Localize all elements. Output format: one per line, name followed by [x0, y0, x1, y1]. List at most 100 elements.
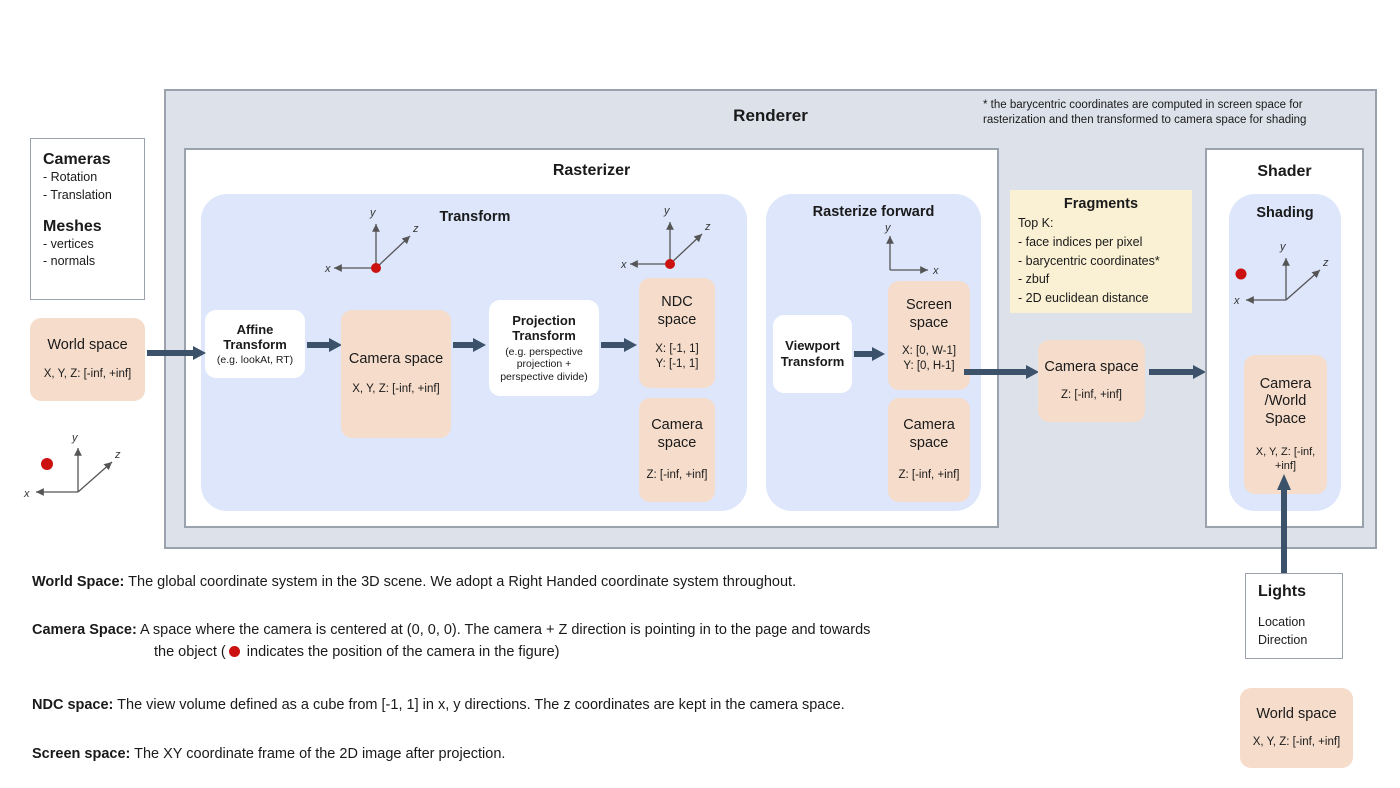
lights-box: Lights Location Direction [1245, 573, 1343, 659]
world-space-input-range: X, Y, Z: [-inf, +inf] [43, 367, 132, 380]
screen-space-box[interactable]: Screen space X: [0, W-1] Y: [0, H-1] [888, 281, 970, 390]
camera-space-mid-box[interactable]: Camera space Z: [-inf, +inf] [1038, 340, 1145, 422]
svg-text:y: y [884, 222, 892, 234]
renderer-footnote: * the barycentric coordinates are comput… [983, 99, 1307, 127]
description-camera-space: Camera Space: A space where the camera i… [32, 621, 1152, 662]
fragments-item-1: - barycentric coordinates* [1018, 253, 1160, 268]
camera-dot-icon [371, 263, 381, 273]
description-camera-space-text2-post: indicates the position of the camera in … [242, 643, 560, 660]
world-space-output-box[interactable]: World space X, Y, Z: [-inf, +inf] [1240, 688, 1353, 768]
viewport-transform-box[interactable]: Viewport Transform [773, 315, 852, 393]
arrow-affine-to-camera [307, 337, 343, 353]
arrow-viewport-to-screen [854, 346, 886, 362]
screen-space-title-1: Screen [906, 296, 952, 313]
arrow-world-to-renderer [147, 345, 207, 361]
transform-camera-space-box[interactable]: Camera space X, Y, Z: [-inf, +inf] [341, 310, 451, 438]
projection-transform-box[interactable]: Projection Transform (e.g. perspective p… [489, 300, 599, 396]
camera-world-title-3: Space [1264, 411, 1307, 428]
ndc-space-range-x: X: [-1, 1] [655, 343, 699, 356]
ndc-axis-widget: y x z [616, 198, 721, 283]
shader-title: Shader [1257, 163, 1312, 180]
lights-item-0: Location [1258, 615, 1306, 629]
description-camera-space-text: A space where the camera is centered at … [140, 622, 871, 638]
projection-transform-title-1: Projection [512, 312, 576, 328]
transform-camera-space-title: Camera space [348, 350, 444, 367]
world-axis-widget: y x z [18, 424, 136, 516]
fragments-item-2: - zbuf [1018, 272, 1050, 287]
description-ndc-space-text: The view volume defined as a cube from [… [117, 697, 845, 713]
ndc-camera-space-range-z: Z: [-inf, +inf] [646, 469, 708, 482]
forward-camera-space-title-1: Camera [903, 416, 955, 433]
world-space-input-title: World space [47, 337, 128, 354]
projection-transform-title-2: Transform [512, 328, 576, 344]
description-ndc-space-term: NDC space: [32, 697, 114, 713]
svg-text:z: z [412, 223, 419, 235]
description-world-space-text: The global coordinate system in the 3D s… [128, 574, 797, 590]
svg-text:z: z [704, 221, 711, 233]
description-ndc-space: NDC space: The view volume defined as a … [32, 696, 1152, 716]
viewport-transform-title-2: Transform [780, 354, 845, 369]
svg-text:x: x [324, 263, 331, 275]
arrow-camera-to-projection [453, 337, 487, 353]
meshes-item-1: - normals [43, 254, 96, 269]
camera-dot-icon [41, 458, 53, 470]
ndc-space-range-y: Y: [-1, 1] [655, 358, 699, 371]
arrow-camera-mid-to-shader [1149, 364, 1207, 380]
transform-title: Transform [439, 209, 511, 225]
camera-world-title-1: Camera [1259, 375, 1312, 392]
description-screen-space: Screen space: The XY coordinate frame of… [32, 745, 1152, 765]
rasterizer-title: Rasterizer [552, 162, 631, 179]
ndc-space-title-1: NDC [661, 293, 693, 310]
camera-world-range: X, Y, Z: [-inf, +inf] [1255, 445, 1316, 473]
shading-title: Shading [1256, 205, 1314, 221]
shader-axis-widget: y x z [1224, 232, 1342, 324]
ndc-camera-space-title-2: space [657, 434, 697, 451]
forward-camera-space-title-2: space [909, 434, 949, 451]
camera-space-mid-title: Camera space [1044, 358, 1139, 375]
cameras-item-0: - Rotation [43, 170, 98, 184]
description-screen-space-text: The XY coordinate frame of the 2D image … [134, 746, 506, 762]
camera-dot-inline-icon [228, 645, 240, 657]
screen-axis-widget: y x [876, 222, 956, 284]
ndc-space-title-2: space [657, 311, 697, 328]
camera-world-title-2: /World [1264, 393, 1307, 410]
forward-camera-space-box[interactable]: Camera space Z: [-inf, +inf] [888, 398, 970, 502]
affine-transform-box[interactable]: Affine Transform (e.g. lookAt, RT) [205, 310, 305, 378]
svg-text:y: y [1279, 241, 1287, 253]
svg-text:z: z [114, 449, 121, 461]
svg-text:z: z [1322, 257, 1329, 269]
viewport-transform-title-1: Viewport [785, 338, 840, 354]
description-camera-space-text2-pre: the object ( [154, 643, 226, 660]
world-space-input-box[interactable]: World space X, Y, Z: [-inf, +inf] [30, 318, 145, 401]
fragments-item-0: - face indices per pixel [1018, 234, 1143, 249]
svg-text:y: y [369, 207, 377, 219]
affine-transform-sub: (e.g. lookAt, RT) [216, 353, 294, 366]
svg-text:x: x [23, 488, 30, 500]
forward-camera-space-range-z: Z: [-inf, +inf] [898, 469, 960, 482]
svg-text:x: x [1233, 295, 1240, 307]
svg-text:y: y [71, 432, 79, 444]
affine-transform-title-1: Affine [236, 321, 274, 337]
description-camera-space-term: Camera Space: [32, 622, 137, 638]
renderer-title: Renderer [733, 106, 808, 125]
camera-dot-icon [665, 259, 675, 269]
cameras-item-1: - Translation [43, 187, 112, 202]
rasterize-forward-title: Rasterize forward [812, 204, 935, 220]
projection-transform-sub-1: (e.g. perspective [505, 345, 583, 358]
projection-transform-sub-2: projection + [516, 358, 572, 371]
meshes-title: Meshes [43, 217, 102, 235]
camera-dot-icon [1235, 268, 1247, 280]
description-screen-space-term: Screen space: [32, 746, 131, 762]
affine-transform-title-2: Transform [223, 337, 287, 353]
ndc-space-box[interactable]: NDC space X: [-1, 1] Y: [-1, 1] [639, 278, 715, 388]
arrow-projection-to-ndc [601, 337, 638, 353]
transform-camera-space-range: X, Y, Z: [-inf, +inf] [352, 383, 440, 396]
camera-world-space-box[interactable]: Camera /World Space X, Y, Z: [-inf, +inf… [1244, 355, 1327, 494]
svg-text:x: x [620, 259, 627, 271]
world-space-output-range: X, Y, Z: [-inf, +inf] [1252, 735, 1341, 748]
screen-space-title-2: space [909, 314, 949, 331]
cameras-title: Cameras [43, 151, 111, 168]
inputs-legend-box: Cameras - Rotation - Translation Meshes … [30, 138, 145, 300]
ndc-camera-space-box[interactable]: Camera space Z: [-inf, +inf] [639, 398, 715, 502]
fragments-item-3: - 2D euclidean distance [1018, 291, 1149, 305]
